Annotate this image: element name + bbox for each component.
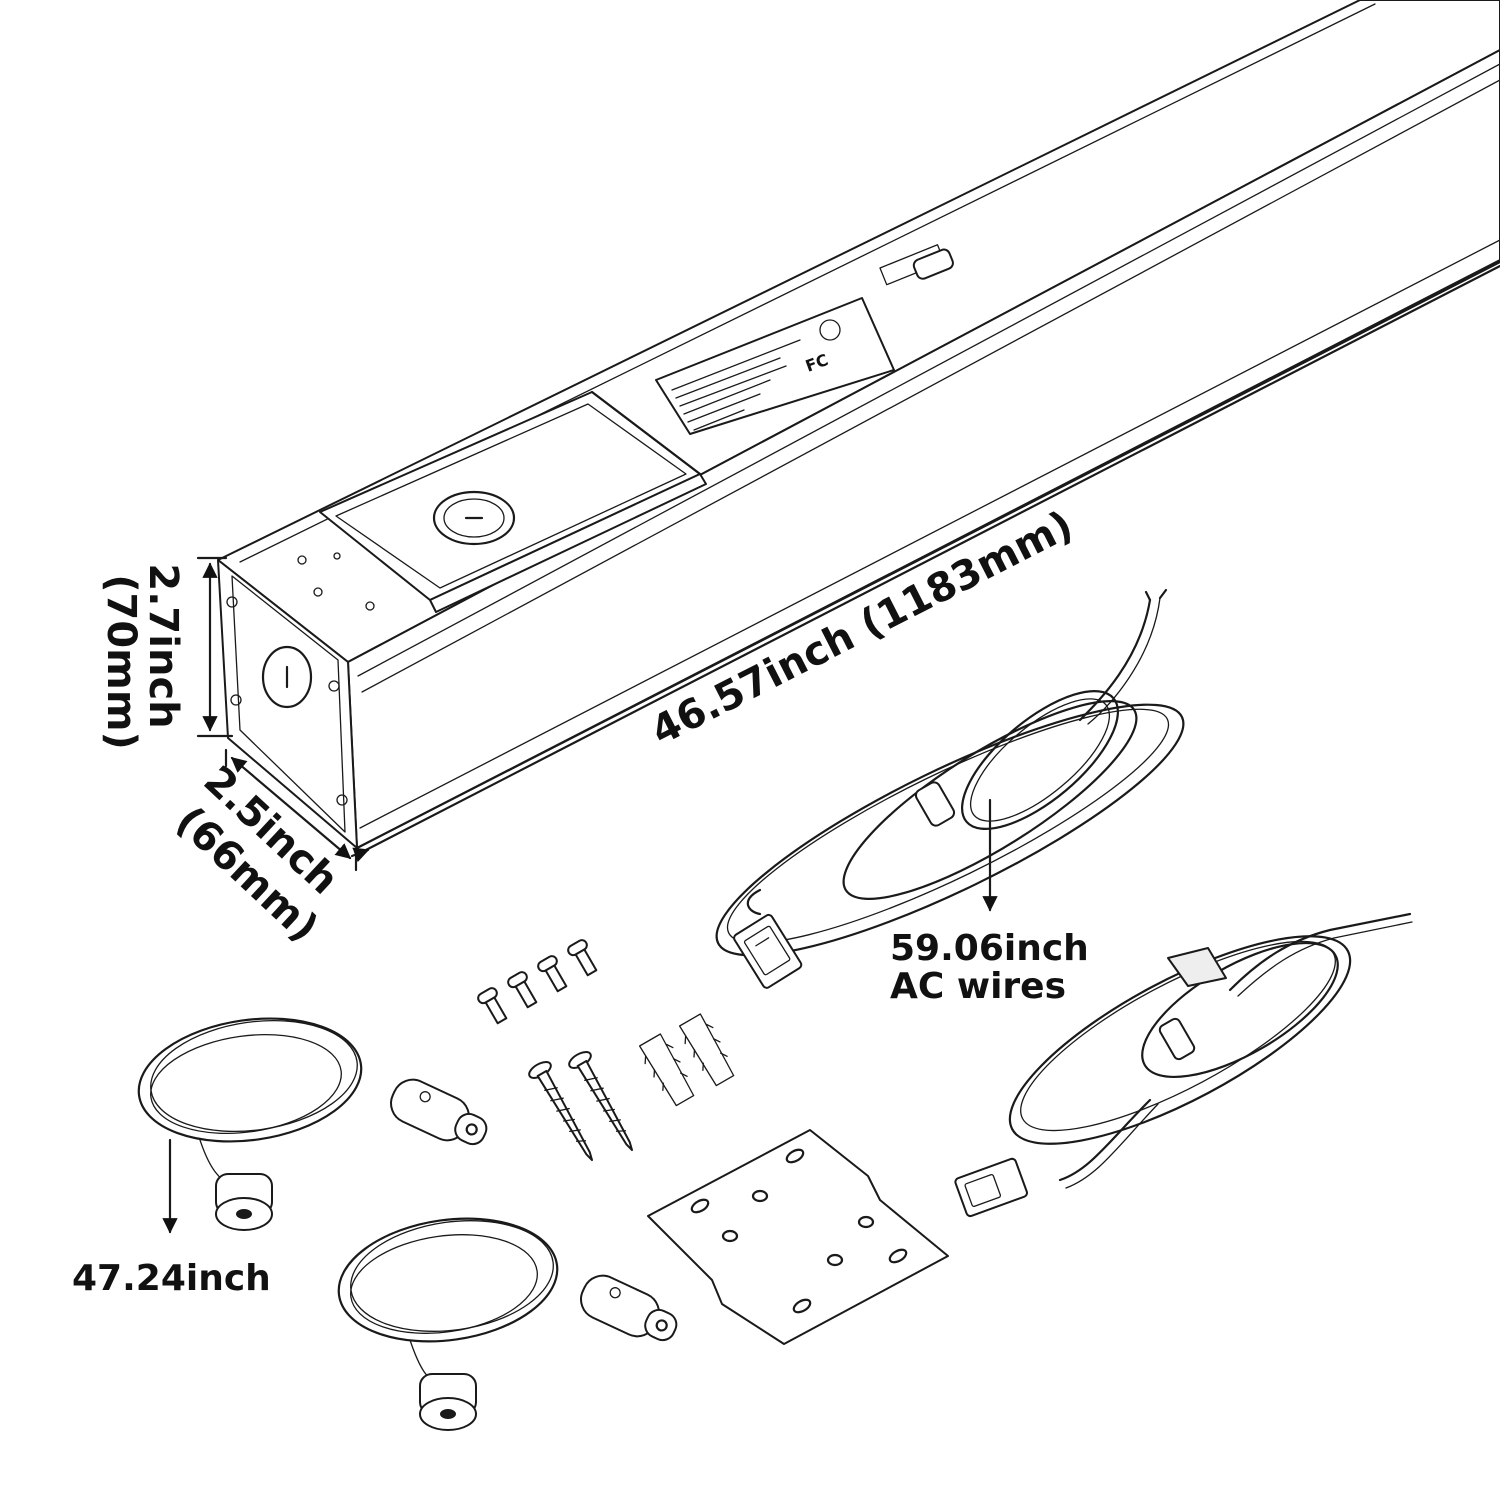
height-label: 2.7inch (140, 563, 186, 728)
cable-length-label: 47.24inch (72, 1258, 271, 1299)
suspension-cable-2 (337, 1217, 678, 1431)
ac-wire-coil (715, 588, 1185, 989)
cable-connector (954, 1157, 1028, 1218)
wood-screws (528, 1051, 633, 1162)
cable-label-tag (1167, 947, 1227, 987)
end-knockout (261, 645, 313, 709)
label-text-lines (671, 339, 801, 431)
ac-wire-length-label: 59.06inch (890, 928, 1089, 969)
width-arrow (230, 756, 352, 860)
ac-wire-connector (733, 913, 803, 989)
wall-anchors (638, 1013, 735, 1107)
length-arrow (360, 264, 1500, 854)
height-mm-label: (70mm) (98, 574, 144, 750)
ac-wire-tie (914, 781, 956, 827)
machine-screws (477, 939, 598, 1025)
mounting-plate (647, 1129, 949, 1345)
suspension-cable-1 (137, 1017, 488, 1231)
secondary-cable-coil (954, 912, 1413, 1218)
rating-label (655, 297, 895, 435)
dimension-lines (196, 264, 1500, 872)
selector-switch (912, 248, 954, 280)
cover-knockout (432, 490, 516, 546)
light-fixture: FC (217, 0, 1500, 850)
ac-wire-type-label: AC wires (890, 966, 1066, 1007)
